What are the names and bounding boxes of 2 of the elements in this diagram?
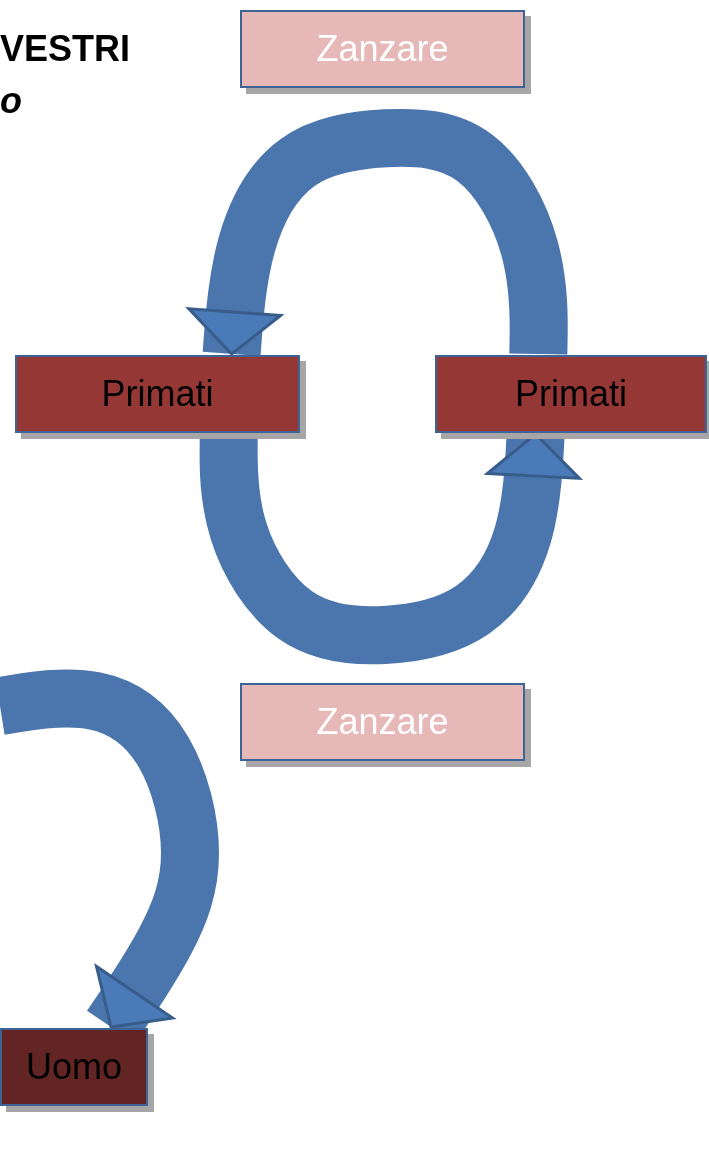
heading-text: VESTRI	[0, 28, 131, 70]
heading-text: o	[0, 80, 22, 122]
